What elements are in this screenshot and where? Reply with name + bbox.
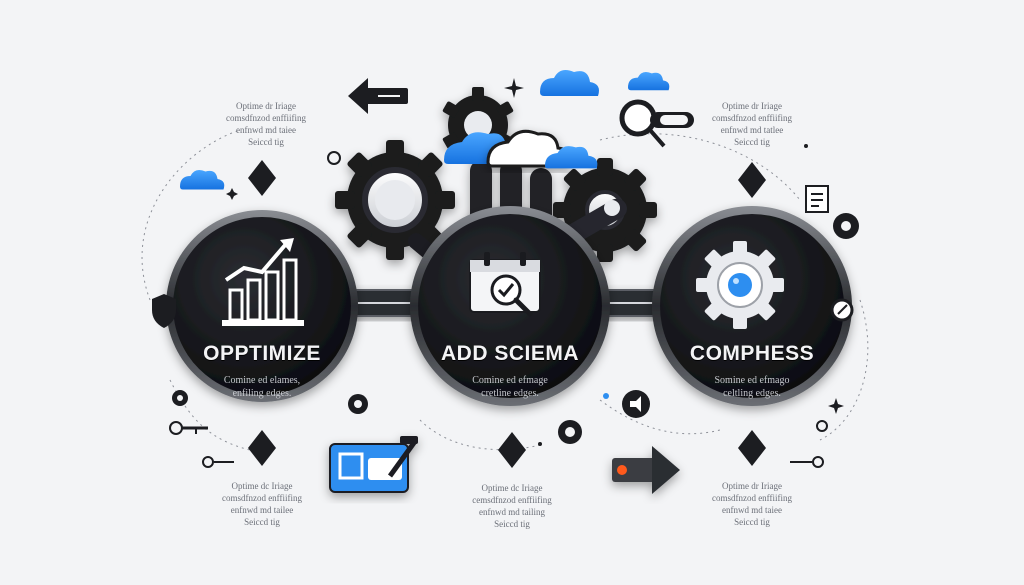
sparkle-icons [226,78,844,414]
caption-line: Optime dr Iriage [722,481,782,491]
caption-line: Optime dc Iriage [231,481,293,491]
cloud-icons [180,70,670,190]
step-2-title: ADD SCIEMA [440,342,579,365]
machinery-cluster [335,87,657,278]
document-icon [805,185,829,213]
caption-line: comsdfnzod enffiifing [221,493,303,503]
dotted-connector-left [141,129,241,301]
caption-line: comsdfnzod enffiifing [711,113,793,123]
sparkle-icon [226,188,238,200]
dotted-connector-right [599,133,801,201]
step-2-description: Comine ed efmage cretline edges. [435,374,585,400]
caption-line: Seiccd tig [734,137,770,147]
step-1-description-line: Comine ed elames, [223,375,301,386]
cloud-blue-icon [628,72,670,91]
step-3-title: COMPHESS [689,342,815,365]
caption-line: Seiccd tig [244,517,280,527]
small-gear-icon [348,394,368,414]
step-1-description-line: enfiling edges. [232,388,292,399]
caption-line: Optime dc Iriage [481,483,543,493]
endpoint-dots [202,151,828,468]
caption-line: Optime dr Iriage [722,101,782,111]
caption-line: Seiccd tig [734,517,770,527]
step-3-description-line: Somine ed efmago [714,375,790,386]
step-disc-1 [166,210,358,402]
speaker-icon [622,390,650,418]
blue-card-icon [329,436,419,493]
big-gear-left-icon [335,140,455,260]
caption-line: enfnwd md taiee [236,125,296,135]
step-2-description-line: cretline edges. [481,388,539,399]
step-3-description: Somine ed efmago celtling edges. [677,374,827,400]
caption-line: enfnwd md tailee [230,505,294,515]
caption-line: Seiccd tig [248,137,284,147]
caption-top-right: Optime dr Iriage comsdfnzod enffiifing e… [672,100,832,148]
calendar-check-icon [469,252,541,317]
small-gear-icon [833,213,859,239]
gear-icon [696,241,784,329]
shield-icon [152,294,176,328]
diamond-markers [248,160,766,468]
cloud-blue-icon [180,170,225,190]
step-3-description-line: celtling edges. [723,388,781,399]
step-1-title: OPPTIMIZE [203,342,321,365]
dial-icon [830,298,854,322]
cloud-blue-icon [540,70,599,96]
key-icon [169,421,208,435]
step-1-description: Comine ed elames, enfiling edges. [187,374,337,400]
arrow-left-icon [348,78,408,114]
dotted-connector-center-right [599,399,721,435]
caption-line: cemsdfnzod enffiifing [472,495,552,505]
step-2-description-line: Comine ed efmage [472,375,548,386]
cloud-blue-icon [545,146,598,169]
caption-top-left: Optime dr Iriage comsdfnzod enffiifing e… [186,100,346,148]
caption-bottom-left: Optime dc Iriage comsdfnzod enffiifing e… [182,480,342,528]
diamond-icon [738,162,766,198]
sparkle-icon [504,78,524,98]
caption-line: Optime dr Iriage [236,101,296,111]
small-gear-icon [172,390,188,406]
caption-line: Seiccd tig [494,519,530,529]
magnifier-icon [619,99,694,148]
bar-chart-icon [222,238,304,326]
sparkle-icon [828,398,844,414]
diamond-icon [498,432,526,468]
caption-line: comsdfnzod enffiifing [711,493,793,503]
caption-line: enfnwd md tailing [479,507,545,517]
caption-line: enfnwd md tatlee [720,125,784,135]
small-gear-icon [558,420,582,444]
diamond-icon [738,430,766,466]
arrow-right-icon [612,446,680,494]
caption-line: enfnwd md taiee [722,505,782,515]
caption-bottom-right: Optime dr Iriage comsdfnzod enffiifing e… [672,480,832,528]
caption-bottom-center: Optime dc Iriage cemsdfnzod enffiifing e… [432,482,592,530]
caption-line: comsdfnzod enffiifing [225,113,307,123]
diamond-icon [248,430,276,466]
diamond-icon [248,160,276,196]
